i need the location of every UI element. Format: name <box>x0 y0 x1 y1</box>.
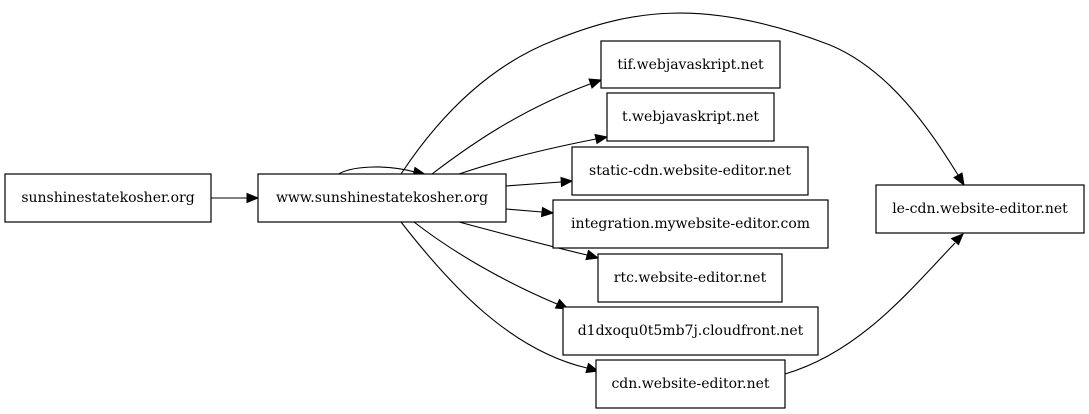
arrowhead-www-to-cdn <box>585 362 600 374</box>
node-static-cdn[interactable]: static-cdn.website-editor.net <box>571 146 809 196</box>
edge-cdn-to-le-cdn <box>784 242 956 375</box>
arrowhead-www-to-static-cdn <box>560 176 574 188</box>
arrowhead-www-to-le-cdn <box>953 172 965 187</box>
edge-www-to-le-cdn <box>400 12 959 176</box>
nodes: sunshinestatekosher.org www.sunshinestat… <box>4 40 1085 409</box>
node-t-webjavaskript[interactable]: t.webjavaskript.net <box>606 92 775 142</box>
node-rtc[interactable]: rtc.website-editor.net <box>597 253 783 303</box>
node-cloudfront[interactable]: d1dxoqu0t5mb7j.cloudfront.net <box>562 306 819 356</box>
edge-www-to-t <box>458 138 597 175</box>
node-cdn[interactable]: cdn.website-editor.net <box>595 359 786 409</box>
node-integration[interactable]: integration.mywebsite-editor.com <box>552 199 829 249</box>
node-tif-webjavaskript[interactable]: tif.webjavaskript.net <box>600 40 781 89</box>
arrowhead-www-to-rtc <box>585 249 600 261</box>
arrowhead-www-to-t <box>594 133 609 145</box>
arrowhead-www-to-integration <box>540 206 555 218</box>
edge-www-to-static-cdn <box>505 181 562 187</box>
arrowhead-cdn-to-le-cdn <box>950 233 964 246</box>
edge-www-to-cdn <box>400 221 588 369</box>
node-label-integration: integration.mywebsite-editor.com <box>571 216 810 232</box>
node-www-sunshinestatekosher[interactable]: www.sunshinestatekosher.org <box>257 173 507 223</box>
node-le-cdn[interactable]: le-cdn.website-editor.net <box>875 184 1085 234</box>
edge-www-to-integration <box>505 208 543 213</box>
node-label-cdn: cdn.website-editor.net <box>611 376 769 392</box>
node-label-le-cdn: le-cdn.website-editor.net <box>892 201 1068 217</box>
node-sunshinestatekosher[interactable]: sunshinestatekosher.org <box>4 173 212 223</box>
node-label-cloudfront: d1dxoqu0t5mb7j.cloudfront.net <box>578 323 804 339</box>
edge-www-to-cloudfront <box>413 221 558 305</box>
node-label-www-sunshinestatekosher: www.sunshinestatekosher.org <box>276 190 488 206</box>
arrowhead-www-to-tif <box>588 78 603 89</box>
edge-www-to-rtc <box>458 221 588 256</box>
arrowhead-sunshine-to-www <box>246 192 260 204</box>
node-label-rtc: rtc.website-editor.net <box>614 270 767 286</box>
node-label-tif-webjavaskript: tif.webjavaskript.net <box>617 57 764 73</box>
edge-www-to-tif <box>431 83 591 175</box>
node-label-static-cdn: static-cdn.website-editor.net <box>589 163 791 179</box>
node-label-sunshinestatekosher: sunshinestatekosher.org <box>21 190 194 206</box>
edge-www-self-loop <box>336 166 416 176</box>
node-label-t-webjavaskript: t.webjavaskript.net <box>622 109 759 125</box>
